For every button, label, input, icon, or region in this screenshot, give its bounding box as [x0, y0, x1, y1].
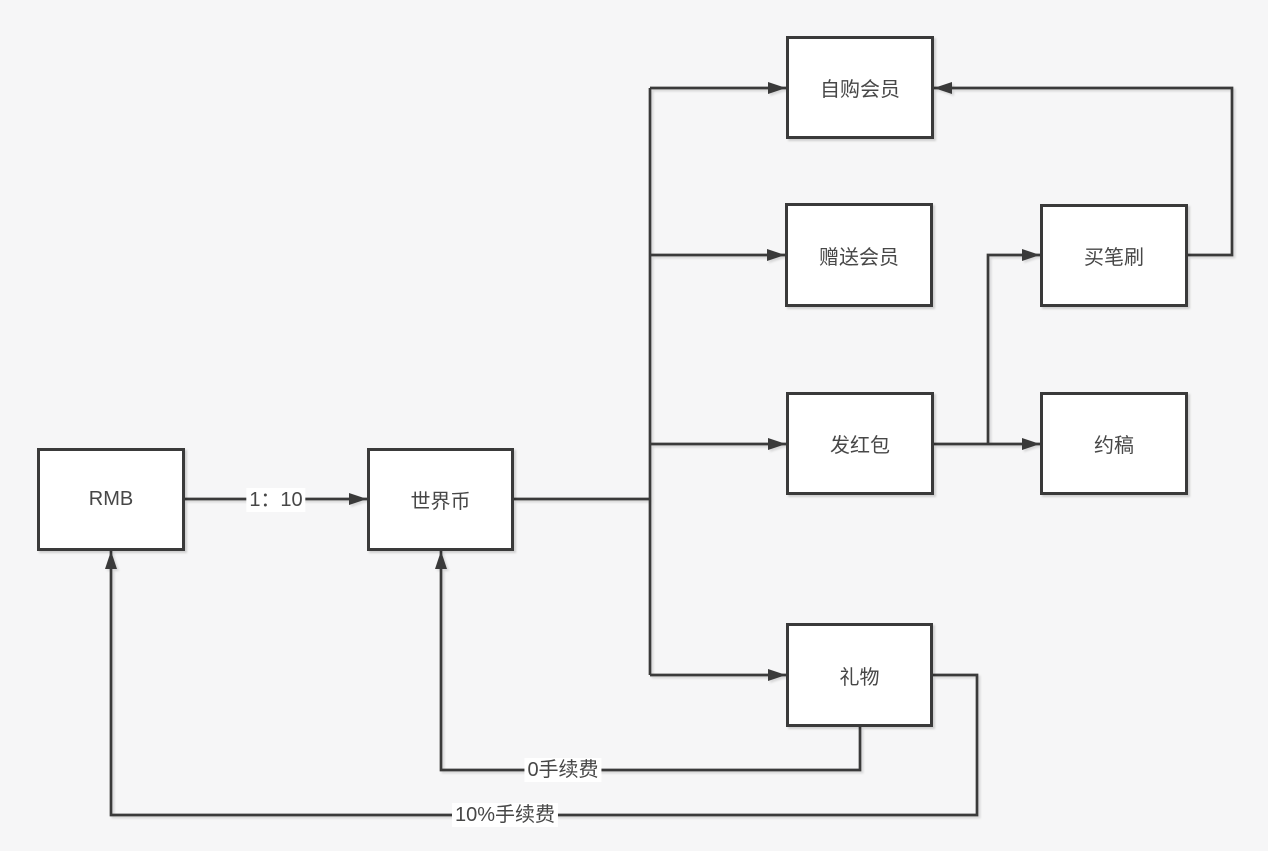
- node-gift-membership-label: 赠送会员: [819, 246, 899, 269]
- edge-gift-to-world-coin-zero-fee: [435, 551, 862, 772]
- node-gift-label: 礼物: [839, 666, 880, 689]
- node-red-packet: 发红包: [786, 392, 934, 495]
- node-world-coin-label: 世界币: [410, 491, 471, 513]
- edge-buy-brush-to-self-purchase-membership: [934, 82, 1234, 257]
- edge-gift-to-rmb-ten-percent-fee: [105, 551, 979, 817]
- node-commission: 约稿: [1040, 392, 1188, 495]
- node-gift: 礼物: [786, 623, 933, 727]
- node-buy-brush-label: 买笔刷: [1084, 247, 1144, 269]
- node-gift-membership: 赠送会员: [785, 203, 933, 307]
- node-red-packet-label: 发红包: [830, 435, 890, 457]
- node-buy-brush: 买笔刷: [1040, 204, 1188, 307]
- edge-label-ten-percent-fee: 10%手续费: [451, 803, 559, 827]
- node-world-coin: 世界币: [367, 448, 514, 551]
- edge-red-packet-to-buy-brush: [986, 249, 1040, 444]
- edge-label-zero-fee: 0手续费: [524, 758, 602, 782]
- node-self-purchase-membership: 自购会员: [786, 36, 934, 139]
- node-rmb-label: RMB: [88, 488, 134, 510]
- node-self-purchase-membership-label: 自购会员: [820, 79, 900, 101]
- edge-label-exchange-rate: 1：10: [246, 488, 306, 512]
- node-commission-label: 约稿: [1094, 435, 1134, 457]
- node-rmb: RMB: [37, 448, 185, 551]
